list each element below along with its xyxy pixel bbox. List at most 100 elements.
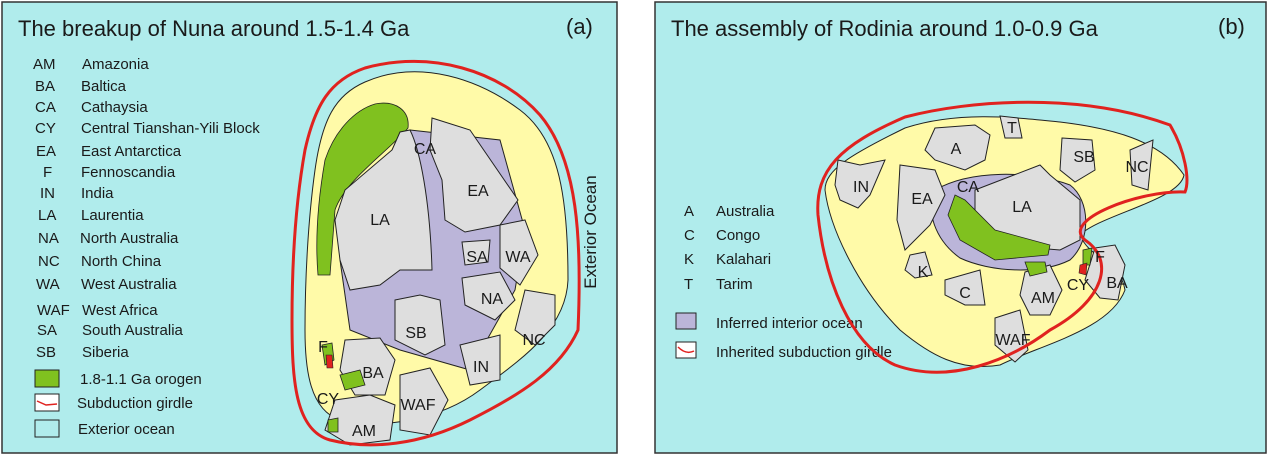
craton-NA [461, 271, 516, 321]
craton-T-b [999, 115, 1023, 139]
panel-a-tag: (a) [566, 14, 593, 39]
orogen-b-2 [1024, 261, 1048, 277]
map-label-SB: SB [405, 325, 426, 342]
panel-a-legend: AM Amazonia BA Baltica CA Cathaysia CY Centr… [33, 56, 260, 438]
legend-abbr: LA [38, 207, 56, 224]
map-label-WAF-b: WAF [996, 332, 1031, 349]
legend-name: India [81, 185, 114, 202]
legend-name: Cathaysia [81, 99, 148, 116]
exterior-swatch [34, 419, 60, 438]
exterior-label: Exterior ocean [78, 421, 175, 438]
map-label-T-b: T [1007, 120, 1017, 137]
map-label-F-b: F [1095, 249, 1105, 266]
legend-abbr: K [684, 251, 694, 268]
orogen-a-2 [327, 417, 339, 433]
subduction-girdle-a [290, 59, 581, 447]
orogen-a-1 [316, 102, 409, 276]
cy-block-a [325, 354, 334, 369]
craton-SA [461, 239, 491, 266]
legend-name: Central Tianshan-Yili Block [81, 120, 260, 137]
map-label-IN: IN [473, 359, 489, 376]
craton-NC [514, 289, 556, 346]
map-label-LA: LA [370, 212, 390, 229]
interior-ocean-swatch [675, 312, 697, 330]
legend-name: Tarim [716, 276, 753, 293]
legend-name: East Antarctica [81, 143, 182, 160]
subduction-label-b: Inherited subduction girdle [716, 344, 892, 361]
map-label-WAF: WAF [401, 397, 436, 414]
interior-ocean-label: Inferred interior ocean [716, 315, 863, 332]
map-label-NA: NA [481, 291, 504, 308]
map-label-EA-b: EA [911, 191, 933, 208]
legend-abbr: NA [38, 230, 59, 247]
legend-abbr: NC [38, 253, 60, 270]
panel-b-title: The assembly of Rodinia around 1.0-0.9 G… [671, 16, 1099, 41]
map-label-CA: CA [414, 141, 437, 158]
craton-LA [334, 129, 433, 291]
panel-a: The breakup of Nuna around 1.5-1.4 Ga (a… [1, 1, 618, 454]
craton-K-b [904, 251, 933, 279]
orogen-a-3 [339, 369, 366, 391]
map-label-SA: SA [466, 249, 488, 266]
craton-NC-b [1129, 139, 1154, 191]
panel-a-map: CA EA LA SA WA NA NC SB IN BA WAF AM F C… [290, 59, 600, 447]
map-label-A-b: A [951, 141, 962, 158]
map-label-AM: AM [352, 423, 376, 440]
legend-name: Kalahari [716, 251, 771, 268]
legend-name: West Australia [81, 276, 177, 293]
subduction-swatch-b [675, 341, 697, 359]
map-label-CA-b: CA [957, 179, 980, 196]
legend-abbr: T [684, 276, 693, 293]
map-label-CY: CY [317, 391, 340, 408]
orogen-b-1 [947, 194, 1051, 261]
legend-name: Fennoscandia [81, 164, 176, 181]
craton-AM [324, 394, 396, 446]
map-label-SB-b: SB [1073, 149, 1094, 166]
panel-b-tag: (b) [1218, 14, 1245, 39]
orogen-label: 1.8-1.1 Ga orogen [80, 371, 202, 388]
craton-EA [429, 117, 519, 233]
legend-name: South Australia [82, 322, 184, 339]
map-label-IN-b: IN [853, 179, 869, 196]
cy-block-b [1078, 262, 1088, 276]
legend-name: Baltica [81, 78, 127, 95]
map-label-AM-b: AM [1031, 290, 1055, 307]
map-label-K-b: K [918, 264, 929, 281]
subduction-swatch [34, 393, 60, 412]
craton-EA-b [896, 164, 946, 251]
map-label-BA: BA [362, 365, 384, 382]
craton-IN [459, 334, 501, 386]
map-label-NC: NC [522, 332, 545, 349]
legend-abbr: SB [36, 344, 56, 361]
craton-A-b [924, 124, 991, 171]
legend-abbr: EA [36, 143, 56, 160]
orogen-swatch [34, 369, 60, 388]
craton-IN-b [834, 159, 886, 209]
legend-name: West Africa [82, 302, 158, 319]
subduction-swatch-b-line [677, 346, 695, 354]
map-label-WA: WA [505, 249, 531, 266]
map-label-EA: EA [467, 183, 489, 200]
legend-abbr: WAF [37, 302, 70, 319]
craton-C-b [944, 269, 986, 306]
legend-abbr: WA [36, 276, 60, 293]
legend-abbr: CY [35, 120, 56, 137]
legend-name: North Australia [80, 230, 179, 247]
panel-a-title: The breakup of Nuna around 1.5-1.4 Ga [18, 16, 410, 41]
legend-abbr: AM [33, 56, 56, 73]
legend-abbr: CA [35, 99, 56, 116]
craton-BA-b [1084, 244, 1126, 301]
map-label-BA-b: BA [1106, 275, 1128, 292]
legend-abbr: BA [35, 78, 55, 95]
subduction-swatch-line [36, 400, 58, 406]
legend-name: Amazonia [82, 56, 149, 73]
exterior-ocean-label: Exterior Ocean [581, 175, 600, 288]
legend-name: Siberia [82, 344, 129, 361]
legend-abbr: A [684, 203, 694, 220]
subduction-girdle-b [816, 100, 1189, 374]
map-label-LA-b: LA [1012, 199, 1032, 216]
craton-SB [394, 294, 446, 356]
craton-WAF [399, 367, 449, 436]
panel-b-map: IN A T SB NC EA CA LA K C AM CY F BA WAF [816, 100, 1189, 374]
